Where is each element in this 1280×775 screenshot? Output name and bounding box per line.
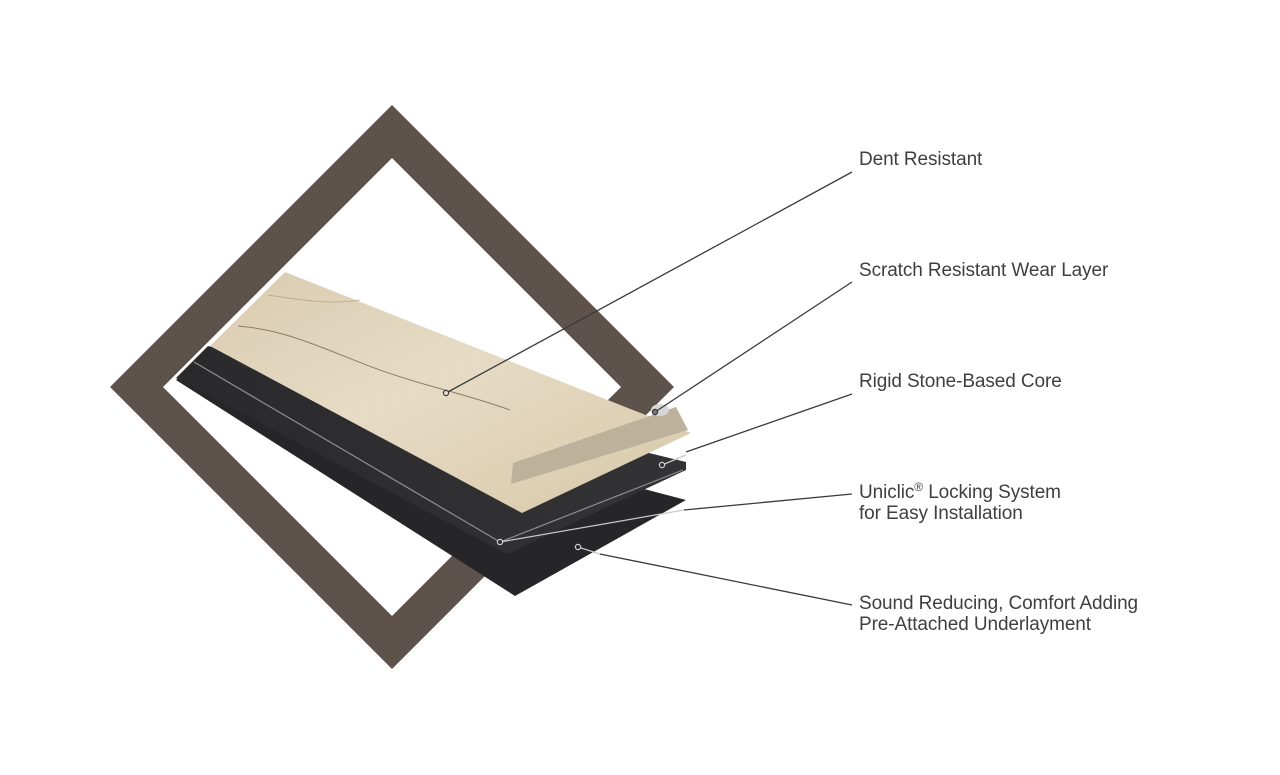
- leader-line-uniclic-inner: [499, 509, 685, 543]
- anchor-dot-sound: [574, 543, 582, 551]
- callout-line-1: Sound Reducing, Comfort Adding: [859, 593, 1139, 614]
- callout-text: Scratch Resistant Wear Layer: [859, 260, 1109, 281]
- anchor-dot-dent: [442, 389, 450, 397]
- wood-grain-line: [267, 294, 361, 303]
- bevel-strip: [511, 407, 688, 484]
- leader-line-dent: [445, 171, 853, 394]
- leader-line-uniclic-outer: [683, 493, 853, 511]
- callout-line-2: for Easy Installation: [859, 503, 1023, 524]
- callout-uniclic-locking: Uniclic® Locking System for Easy Install…: [859, 480, 1061, 524]
- callout-dent-resistant: Dent Resistant: [859, 149, 982, 170]
- callout-line-2: Pre-Attached Underlayment: [859, 614, 1091, 635]
- leader-lines: [445, 171, 853, 606]
- brand-name: Uniclic: [859, 482, 915, 503]
- callout-rigid-core: Rigid Stone-Based Core: [859, 371, 1062, 392]
- callout-text: Rigid Stone-Based Core: [859, 371, 1062, 392]
- leader-line-core-inner: [661, 454, 687, 466]
- wood-grain-line: [237, 325, 511, 411]
- callout-text: Dent Resistant: [859, 149, 983, 170]
- anchor-dot-core: [658, 461, 666, 469]
- callout-text: Locking System: [923, 482, 1061, 503]
- callout-scratch-resistant: Scratch Resistant Wear Layer: [859, 260, 1108, 281]
- anchor-dot-scratch: [651, 408, 659, 416]
- leader-line-core-outer: [685, 393, 853, 453]
- leader-line-sound-outer: [599, 553, 853, 606]
- callout-sound-reducing: Sound Reducing, Comfort Adding Pre-Attac…: [859, 593, 1138, 635]
- anchor-dot-uniclic: [496, 538, 504, 546]
- callout-line-1: Uniclic® Locking System: [859, 480, 1061, 503]
- registered-mark: ®: [914, 480, 924, 494]
- leader-line-sound-inner: [577, 546, 601, 555]
- leader-line-scratch: [654, 281, 853, 413]
- anchor-dots: [442, 389, 666, 551]
